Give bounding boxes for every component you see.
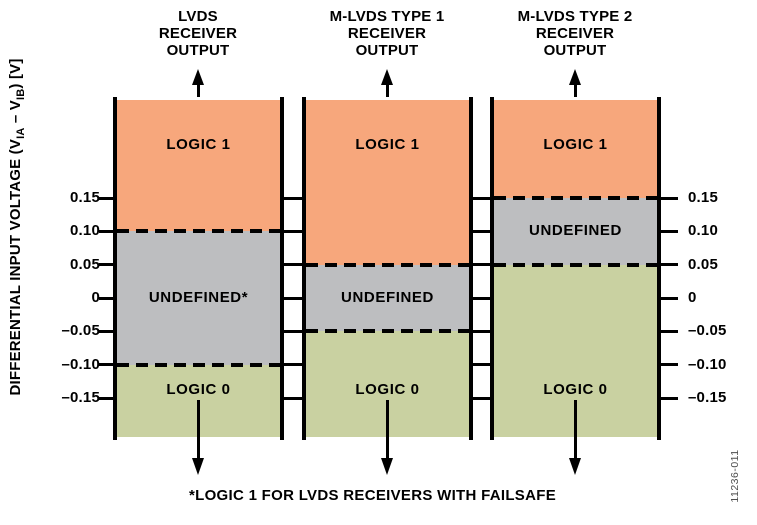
threshold-dashed-line (494, 263, 657, 267)
tick-mark (99, 297, 113, 300)
down-arrow-shaft (386, 400, 389, 458)
tick-mark (661, 297, 678, 300)
y-axis-sub-ib: IB (15, 88, 27, 101)
tick-mark (473, 297, 490, 300)
tick-label-left: –0.10 (61, 356, 100, 373)
header-line: OUTPUT (166, 42, 230, 59)
tick-label-left: 0.10 (70, 222, 100, 239)
logic1-label: LOGIC 1 (543, 136, 608, 153)
undefined-region (117, 231, 280, 365)
y-axis-label: DIFFERENTIAL INPUT VOLTAGE (VIA – VIB) [… (7, 58, 27, 395)
tick-mark (473, 197, 490, 200)
tick-mark (99, 363, 113, 366)
tick-mark (661, 230, 678, 233)
bar-lvds: LOGIC 1 UNDEFINED* LOGIC 0 (113, 97, 284, 440)
column-header-mlvds-type1: M-LVDS TYPE 1 RECEIVER OUTPUT (277, 8, 497, 59)
figure-number: 11236-011 (729, 449, 741, 503)
tick-mark (284, 363, 302, 366)
tick-mark (99, 197, 113, 200)
tick-label-left: –0.05 (61, 322, 100, 339)
tick-mark (473, 397, 490, 400)
undefined-region (494, 198, 657, 265)
tick-label-right: –0.15 (688, 389, 727, 406)
tick-label-left: 0 (91, 289, 100, 306)
tick-mark (661, 397, 678, 400)
logic1-region (306, 100, 469, 265)
tick-label-right: –0.05 (688, 322, 727, 339)
header-line: RECEIVER (347, 25, 427, 42)
tick-label-right: 0.10 (688, 222, 718, 239)
header-line: RECEIVER (158, 25, 238, 42)
footnote: *LOGIC 1 FOR LVDS RECEIVERS WITH FAILSAF… (188, 487, 557, 504)
header-line: M-LVDS TYPE 1 (329, 8, 445, 25)
tick-label-left: 0.05 (70, 256, 100, 273)
tick-mark (473, 230, 490, 233)
down-arrow-shaft (197, 400, 200, 458)
logic1-region (117, 100, 280, 231)
header-line: M-LVDS TYPE 2 (517, 8, 633, 25)
tick-mark (99, 263, 113, 266)
up-arrow-icon (381, 69, 393, 85)
down-arrow-icon (192, 458, 204, 475)
header-line: LVDS (178, 8, 218, 25)
column-header-lvds: LVDS RECEIVER OUTPUT (88, 8, 308, 59)
threshold-dashed-line (117, 363, 280, 367)
bar-mlvds-type1: LOGIC 1 UNDEFINED LOGIC 0 (302, 97, 473, 440)
up-arrow-icon (569, 69, 581, 85)
tick-label-left: –0.15 (61, 389, 100, 406)
undefined-label: UNDEFINED (341, 289, 434, 306)
down-arrow-icon (381, 458, 393, 475)
logic0-label: LOGIC 0 (166, 381, 231, 398)
logic1-label: LOGIC 1 (355, 136, 420, 153)
logic0-label: LOGIC 0 (355, 381, 420, 398)
logic0-label: LOGIC 0 (543, 381, 608, 398)
tick-mark (661, 330, 678, 333)
tick-mark (284, 197, 302, 200)
y-axis-sub-ia: IA (15, 127, 27, 139)
undefined-label: UNDEFINED* (148, 289, 249, 306)
y-axis-label-suffix: ) [V] (7, 58, 24, 89)
header-line: RECEIVER (535, 25, 615, 42)
threshold-dashed-line (117, 229, 280, 233)
undefined-region (306, 265, 469, 331)
tick-label-right: 0.15 (688, 189, 718, 206)
header-line: OUTPUT (355, 42, 419, 59)
tick-mark (99, 330, 113, 333)
tick-mark (661, 197, 678, 200)
tick-mark (284, 297, 302, 300)
tick-mark (284, 263, 302, 266)
up-arrow-icon (192, 69, 204, 85)
threshold-dashed-line (494, 196, 657, 200)
down-arrow-icon (569, 458, 581, 475)
logic1-label: LOGIC 1 (166, 136, 231, 153)
tick-mark (661, 263, 678, 266)
tick-mark (473, 330, 490, 333)
tick-mark (473, 363, 490, 366)
y-axis-label-mid: – V (7, 100, 24, 128)
tick-label-right: –0.10 (688, 356, 727, 373)
tick-label-left: 0.15 (70, 189, 100, 206)
logic1-region (494, 100, 657, 198)
tick-mark (473, 263, 490, 266)
threshold-dashed-line (306, 263, 469, 267)
tick-mark (99, 397, 113, 400)
header-line: OUTPUT (543, 42, 607, 59)
undefined-label: UNDEFINED (529, 222, 622, 239)
tick-mark (284, 330, 302, 333)
down-arrow-shaft (574, 400, 577, 458)
column-header-mlvds-type2: M-LVDS TYPE 2 RECEIVER OUTPUT (465, 8, 685, 59)
threshold-dashed-line (306, 329, 469, 333)
tick-label-right: 0.05 (688, 256, 718, 273)
y-axis-label-text: DIFFERENTIAL INPUT VOLTAGE (V (7, 138, 24, 396)
tick-mark (661, 363, 678, 366)
bar-mlvds-type2: LOGIC 1 UNDEFINED LOGIC 0 (490, 97, 661, 440)
tick-label-right: 0 (688, 289, 697, 306)
tick-mark (284, 397, 302, 400)
tick-mark (284, 230, 302, 233)
tick-mark (99, 230, 113, 233)
